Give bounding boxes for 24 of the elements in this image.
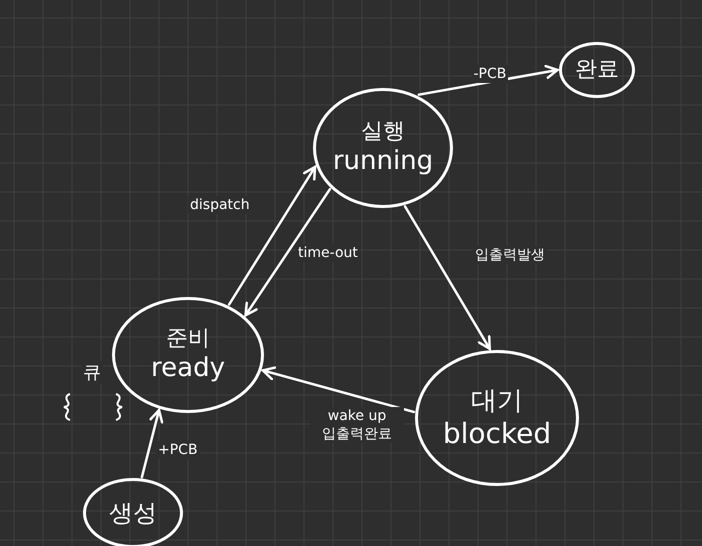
edge-label: 입출력발생	[473, 246, 547, 264]
state-name: 생성	[109, 498, 157, 528]
edge-label: -PCB	[472, 65, 508, 84]
arrow	[244, 188, 332, 316]
state-ellipse	[415, 350, 579, 486]
state-name: running	[332, 146, 434, 177]
state-name: 실행	[361, 119, 405, 146]
state-name: 준비	[166, 326, 210, 353]
arrow	[404, 205, 491, 350]
state-name: ready	[151, 352, 225, 384]
edge-label: +PCB	[156, 441, 200, 460]
edge-label: time-out	[296, 244, 360, 262]
queue-label: 큐	[81, 360, 103, 384]
edge-label: wake up 입출력완료	[310, 407, 404, 444]
state-name: 대기	[471, 386, 523, 417]
state-name: 완료	[575, 56, 619, 84]
arrow	[140, 408, 164, 478]
state-ellipse	[559, 42, 635, 98]
state-ellipse	[112, 297, 264, 413]
arrow	[262, 366, 416, 414]
state-name: blocked	[442, 416, 552, 450]
state-ellipse	[313, 88, 453, 208]
arrow	[228, 166, 316, 306]
state-ellipse	[83, 478, 183, 546]
